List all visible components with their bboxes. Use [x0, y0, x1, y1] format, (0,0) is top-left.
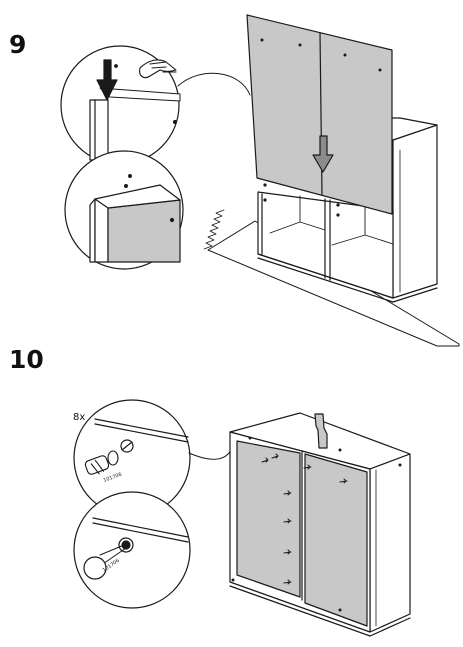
detail-callout-bottom [64, 150, 184, 270]
step-9-illustration [60, 14, 460, 347]
dowel-quantity: 8x [73, 412, 86, 423]
dowel-standing-icon [314, 413, 328, 449]
dowel-marker-icons [261, 453, 348, 585]
step-9-number: 9 [9, 30, 27, 59]
step-10-number: 10 [9, 345, 44, 374]
press-hand-icon [139, 59, 177, 79]
dowel-callout-bottom: 101706 [73, 491, 191, 609]
dowel-icon [84, 450, 119, 475]
cabinet-step10 [229, 412, 411, 637]
press-down-arrow-icon [96, 59, 118, 101]
down-arrow-icon [312, 135, 334, 173]
rug [203, 209, 460, 347]
dowel-callout-top: 101706 [73, 399, 233, 517]
back-panel-step9 [246, 14, 393, 215]
step-10-illustration: 101706 101706 [73, 399, 411, 637]
detail-callout-top [60, 45, 251, 165]
